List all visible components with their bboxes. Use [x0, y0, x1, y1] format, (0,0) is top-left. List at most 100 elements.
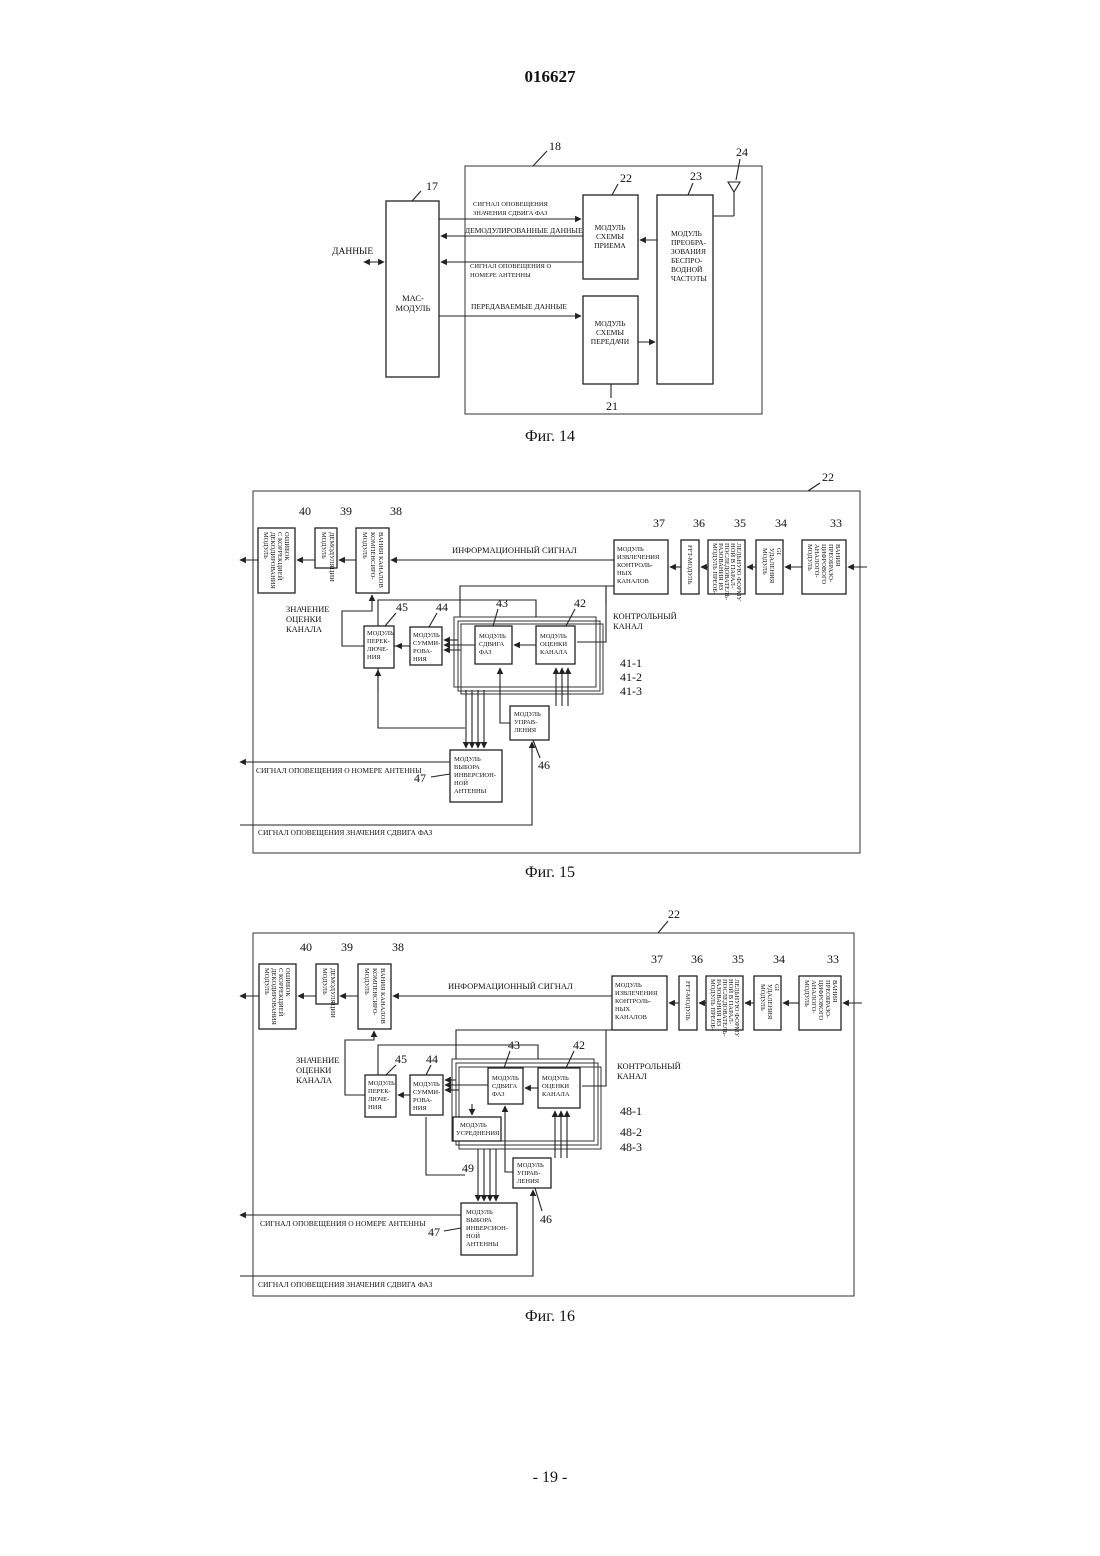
- svg-text:ЦИФРОВОГО: ЦИФРОВОГО: [817, 980, 824, 1021]
- svg-text:39: 39: [341, 940, 353, 954]
- svg-text:СИГНАЛ ОПОВЕЩЕНИЯ О НОМЕРЕ АНТ: СИГНАЛ ОПОВЕЩЕНИЯ О НОМЕРЕ АНТЕННЫ: [256, 766, 422, 775]
- svg-text:23: 23: [690, 169, 702, 183]
- svg-text:ДЕКОДИРОВАНИЯ: ДЕКОДИРОВАНИЯ: [270, 968, 277, 1025]
- svg-text:ВАНИЯ: ВАНИЯ: [831, 980, 838, 1003]
- svg-text:МОДУЛЬ: МОДУЛЬ: [263, 968, 270, 995]
- svg-text:ПЕРЕК-: ПЕРЕК-: [368, 1088, 391, 1095]
- svg-text:44: 44: [426, 1052, 438, 1066]
- svg-text:37: 37: [653, 516, 665, 530]
- svg-text:35: 35: [732, 952, 744, 966]
- svg-text:39: 39: [340, 504, 352, 518]
- svg-text:ИНВЕРСИОН-: ИНВЕРСИОН-: [454, 772, 496, 779]
- svg-text:ЛЮЧЕ-: ЛЮЧЕ-: [367, 646, 388, 653]
- svg-text:НЫХ: НЫХ: [615, 1006, 630, 1013]
- svg-text:ВЫБОРА: ВЫБОРА: [454, 764, 480, 771]
- svg-text:МОДУЛЬ: МОДУЛЬ: [761, 548, 768, 575]
- svg-text:ПРЕОБРА-: ПРЕОБРА-: [671, 238, 707, 247]
- svg-text:КОНТРОЛЬНЫЙ: КОНТРОЛЬНЫЙ: [613, 611, 677, 621]
- svg-text:МОДУЛЬ: МОДУЛЬ: [806, 544, 813, 571]
- svg-text:АНТЕННЫ: АНТЕННЫ: [466, 1241, 499, 1248]
- svg-text:МОДУЛЬ: МОДУЛЬ: [542, 1075, 569, 1082]
- svg-text:49: 49: [462, 1161, 474, 1175]
- svg-text:ПОСЛЕДОВАТЕЛЬ-: ПОСЛЕДОВАТЕЛЬ-: [721, 979, 728, 1036]
- svg-text:ПЕРЕДАВАЕМЫЕ ДАННЫЕ: ПЕРЕДАВАЕМЫЕ ДАННЫЕ: [471, 302, 567, 311]
- svg-text:FFT-МОДУЛЬ: FFT-МОДУЛЬ: [686, 545, 693, 585]
- svg-text:МОДУЛЬ: МОДУЛЬ: [368, 1080, 395, 1087]
- svg-text:41-1: 41-1: [620, 656, 642, 670]
- svg-text:МОДУЛЬ: МОДУЛЬ: [759, 984, 766, 1011]
- svg-text:МАС-: МАС-: [402, 293, 424, 303]
- svg-text:МОДУЛЬ: МОДУЛЬ: [262, 532, 269, 559]
- svg-text:МОДУЛЬ: МОДУЛЬ: [320, 532, 327, 559]
- svg-text:ЛЮЧЕ-: ЛЮЧЕ-: [368, 1096, 389, 1103]
- svg-text:КАНАЛОВ: КАНАЛОВ: [615, 1014, 648, 1021]
- svg-text:GI: GI: [775, 548, 782, 555]
- svg-text:НИЯ: НИЯ: [413, 1105, 427, 1112]
- svg-text:МОДУЛЬ: МОДУЛЬ: [413, 1081, 440, 1088]
- svg-text:МОДУЛЬ: МОДУЛЬ: [361, 532, 368, 559]
- svg-text:22: 22: [668, 907, 680, 921]
- svg-text:35: 35: [734, 516, 746, 530]
- svg-text:МОДУЛЬ ПРЕОБ-: МОДУЛЬ ПРЕОБ-: [709, 979, 716, 1030]
- svg-text:АНАЛОГО-: АНАЛОГО-: [813, 544, 820, 578]
- svg-text:РОВА-: РОВА-: [413, 648, 432, 655]
- svg-text:42: 42: [573, 1038, 585, 1052]
- svg-text:ЛЕЛЬНУЮ ФОРМУ: ЛЕЛЬНУЮ ФОРМУ: [733, 979, 740, 1037]
- fig14-ref-17: 17: [426, 179, 438, 193]
- svg-text:ФАЗ: ФАЗ: [492, 1091, 505, 1098]
- svg-text:44: 44: [436, 600, 448, 614]
- svg-text:ДЕМОДУЛЯЦИИ: ДЕМОДУЛЯЦИИ: [328, 532, 335, 582]
- svg-text:ЗОВАНИЯ: ЗОВАНИЯ: [671, 247, 706, 256]
- svg-text:НОЙ: НОЙ: [454, 779, 468, 787]
- fig14-rf-module: [657, 195, 713, 384]
- svg-text:УДАЛЕНИЯ: УДАЛЕНИЯ: [766, 984, 773, 1020]
- svg-text:КОНТРОЛЬНЫЙ: КОНТРОЛЬНЫЙ: [617, 1061, 681, 1071]
- svg-text:ПОСЛЕДОВАТЕЛЬ-: ПОСЛЕДОВАТЕЛЬ-: [723, 543, 730, 600]
- fig14-ref-18: 18: [549, 139, 561, 153]
- svg-text:УПРАВ-: УПРАВ-: [514, 719, 537, 726]
- svg-text:УСРЕДНЕНИЯ: УСРЕДНЕНИЯ: [456, 1130, 500, 1137]
- svg-text:МОДУЛЬ: МОДУЛЬ: [466, 1209, 493, 1216]
- svg-text:40: 40: [300, 940, 312, 954]
- fig14-data-label: ДАННЫЕ: [332, 247, 373, 257]
- svg-text:РАЗОВАНИЯ ИЗ: РАЗОВАНИЯ ИЗ: [717, 543, 724, 590]
- document-number: 016627: [525, 67, 577, 86]
- svg-text:СИГНАЛ ОПОВЕЩЕНИЯ ЗНАЧЕНИЯ СДВ: СИГНАЛ ОПОВЕЩЕНИЯ ЗНАЧЕНИЯ СДВИГА ФАЗ: [258, 1280, 433, 1289]
- svg-text:37: 37: [651, 952, 663, 966]
- svg-text:НИЯ: НИЯ: [368, 1104, 382, 1111]
- svg-text:43: 43: [496, 596, 508, 610]
- svg-text:ОШИБОК: ОШИБОК: [283, 532, 290, 561]
- svg-text:ОШИБОК: ОШИБОК: [284, 968, 291, 997]
- svg-text:РОВА-: РОВА-: [413, 1097, 432, 1104]
- svg-text:48-1: 48-1: [620, 1104, 642, 1118]
- svg-text:СИГНАЛ ОПОВЕЩЕНИЯ: СИГНАЛ ОПОВЕЩЕНИЯ: [473, 201, 549, 208]
- svg-text:СУММИ-: СУММИ-: [413, 640, 440, 647]
- svg-text:ВОДНОЙ: ВОДНОЙ: [671, 265, 703, 274]
- svg-text:21: 21: [606, 399, 618, 413]
- svg-text:НИЯ: НИЯ: [367, 654, 381, 661]
- svg-text:ЗНАЧЕНИЯ СДВИГА ФАЗ: ЗНАЧЕНИЯ СДВИГА ФАЗ: [473, 210, 548, 217]
- svg-text:ПРЕОБРАЗО-: ПРЕОБРАЗО-: [827, 544, 834, 582]
- svg-text:СДВИГА: СДВИГА: [492, 1083, 518, 1090]
- svg-text:МОДУЛЬ: МОДУЛЬ: [396, 303, 431, 313]
- svg-text:ИНВЕРСИОН-: ИНВЕРСИОН-: [466, 1225, 508, 1232]
- svg-text:ЛЕНИЯ: ЛЕНИЯ: [517, 1178, 540, 1185]
- svg-text:ДЕМОДУЛЯЦИИ: ДЕМОДУЛЯЦИИ: [329, 968, 336, 1018]
- svg-text:22: 22: [822, 470, 834, 484]
- figure-16: 22 МОДУЛЬ ДЕКОДИРОВАНИЯ С КОРРЕКЦИЕЙ ОШИ…: [240, 907, 862, 1325]
- svg-text:КАНАЛА: КАНАЛА: [542, 1091, 570, 1098]
- svg-text:МОДУЛЬ: МОДУЛЬ: [803, 980, 810, 1007]
- svg-text:МОДУЛЬ: МОДУЛЬ: [595, 319, 626, 328]
- svg-text:МОДУЛЬ: МОДУЛЬ: [454, 756, 481, 763]
- svg-text:41-3: 41-3: [620, 684, 642, 698]
- svg-text:42: 42: [574, 596, 586, 610]
- svg-text:ОЦЕНКИ: ОЦЕНКИ: [286, 614, 321, 624]
- svg-text:41-2: 41-2: [620, 670, 642, 684]
- svg-text:34: 34: [773, 952, 785, 966]
- svg-text:ВЫБОРА: ВЫБОРА: [466, 1217, 492, 1224]
- svg-text:ИНФОРМАЦИОННЫЙ СИГНАЛ: ИНФОРМАЦИОННЫЙ СИГНАЛ: [448, 981, 573, 991]
- svg-text:РАЗОВАНИЯ ИЗ: РАЗОВАНИЯ ИЗ: [715, 979, 722, 1026]
- svg-text:МОДУЛЬ: МОДУЛЬ: [595, 223, 626, 232]
- svg-text:СХЕМЫ: СХЕМЫ: [596, 328, 624, 337]
- svg-text:МОДУЛЬ: МОДУЛЬ: [413, 632, 440, 639]
